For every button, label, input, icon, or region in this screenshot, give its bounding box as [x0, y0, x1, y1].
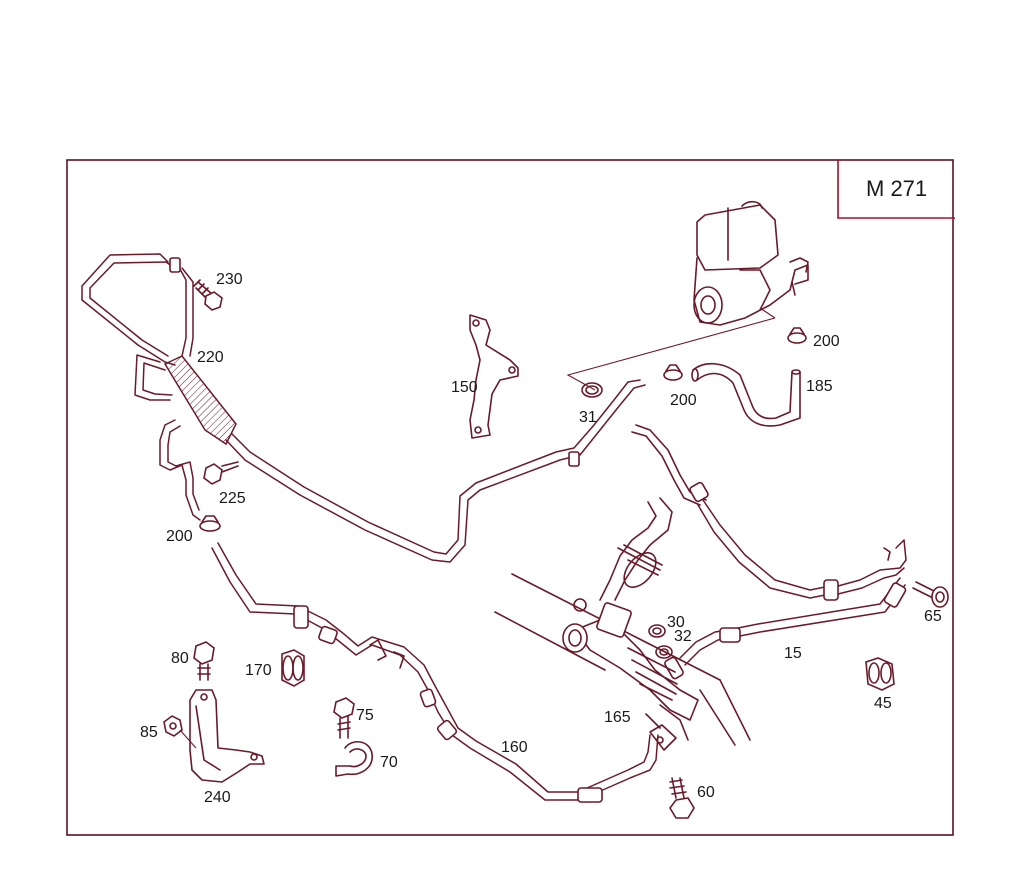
diagram-frame	[66, 159, 954, 836]
bolt-60[interactable]	[669, 777, 695, 819]
bolt-75[interactable]	[333, 697, 355, 739]
callout-labels: 230 220 150 31 200 200 185 225 200 65 30…	[140, 271, 942, 806]
callout-160: 160	[501, 739, 528, 756]
callout-32: 32	[674, 628, 692, 645]
clamp-225[interactable]	[203, 461, 239, 485]
callout-170: 170	[245, 662, 272, 679]
bracket-240[interactable]	[189, 689, 265, 783]
cooler-line-220[interactable]	[81, 253, 646, 563]
nut-85[interactable]	[163, 715, 197, 749]
rubber-mount-45[interactable]	[865, 657, 895, 691]
callout-200-top: 200	[813, 333, 840, 350]
callout-31: 31	[579, 409, 597, 426]
callout-15: 15	[784, 645, 802, 662]
banjo-bolt-65[interactable]	[912, 581, 949, 608]
bolt-230[interactable]	[193, 279, 223, 311]
callout-185: 185	[806, 378, 833, 395]
bolt-80[interactable]	[193, 641, 215, 681]
hose-clamp-200-left[interactable]	[199, 515, 221, 532]
power-steering-pump[interactable]	[566, 200, 809, 391]
callout-200-mid: 200	[670, 392, 697, 409]
seal-165[interactable]	[645, 713, 661, 729]
callout-60: 60	[697, 784, 715, 801]
callout-30: 30	[667, 614, 685, 631]
callout-65: 65	[924, 608, 942, 625]
hose-clamp-200-top[interactable]	[787, 327, 807, 344]
seal-ring-31[interactable]	[581, 382, 603, 398]
callout-75: 75	[356, 707, 374, 724]
callout-200-left: 200	[166, 528, 193, 545]
callout-80: 80	[171, 650, 189, 667]
hose-clamp-200-mid[interactable]	[663, 364, 683, 381]
callout-165: 165	[604, 709, 631, 726]
model-label: M 271	[866, 176, 927, 201]
rubber-mount-170[interactable]	[281, 649, 305, 687]
callout-230: 230	[216, 271, 243, 288]
steering-rack[interactable]	[494, 497, 751, 746]
callout-85: 85	[140, 724, 158, 741]
callout-240: 240	[204, 789, 231, 806]
return-hose-185[interactable]	[691, 362, 801, 427]
clip-70[interactable]	[335, 741, 373, 777]
callout-220: 220	[197, 349, 224, 366]
return-line-160[interactable]	[211, 542, 677, 803]
clamp-upper	[169, 257, 580, 467]
seal-ring-32[interactable]	[655, 645, 673, 659]
bracket-150[interactable]	[469, 314, 519, 439]
callout-150: 150	[451, 379, 478, 396]
callout-70: 70	[380, 754, 398, 771]
pressure-line-15[interactable]	[664, 577, 907, 680]
callout-225: 225	[219, 490, 246, 507]
pressure-line-right[interactable]	[631, 424, 907, 601]
model-label-box: M 271	[837, 160, 955, 219]
seal-ring-30[interactable]	[648, 624, 666, 638]
callout-45: 45	[874, 695, 892, 712]
